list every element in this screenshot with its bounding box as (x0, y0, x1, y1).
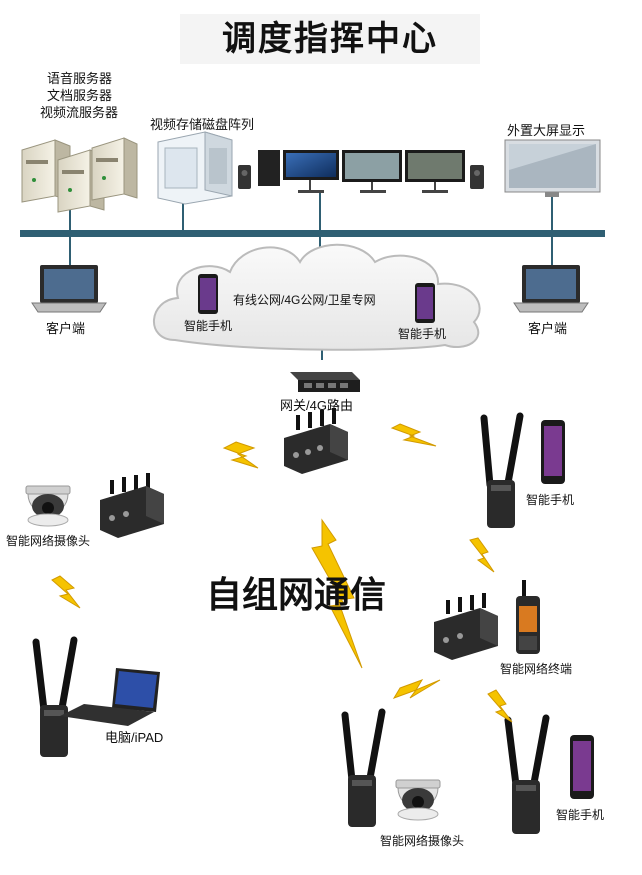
server-label-video: 视频流服务器 (40, 105, 119, 120)
server-icon (21, 137, 138, 213)
server-label-voice: 语音服务器 (47, 71, 113, 86)
manpack-radio-bottom-right-icon (504, 714, 550, 834)
smart-terminal-icon (516, 580, 540, 654)
storage-label: 视频存储磁盘阵列 (150, 117, 255, 132)
mesh-radio-right-icon (434, 593, 498, 660)
mesh-network-label: 自组网通信 (206, 574, 387, 615)
gateway-label: 网关/4G路由 (280, 398, 353, 413)
phone-cloud-right-icon (415, 283, 435, 323)
client-left-label: 客户端 (46, 321, 86, 336)
cloud-phone-right-label: 智能手机 (398, 327, 447, 341)
server-label-document: 文档服务器 (47, 88, 113, 103)
lightning-icon (392, 679, 441, 699)
cloud-network-label: 有线公网/4G公网/卫星专网 (233, 293, 376, 307)
manpack-radio-bottom-center-icon (341, 708, 386, 827)
big-screen-label: 外置大屏显示 (507, 123, 586, 138)
phone-right-top-icon (541, 420, 565, 484)
lightning-icon (487, 689, 513, 723)
dome-camera-bottom-icon (395, 779, 441, 821)
phone-right-top-label: 智能手机 (526, 493, 575, 507)
camera-left-label: 智能网络摄像头 (6, 534, 91, 548)
lightning-icon (390, 423, 437, 447)
lightning-icon (51, 575, 81, 609)
lightning-bolts (51, 423, 513, 723)
laptop-ipad-label: 电脑/iPAD (105, 730, 164, 745)
dome-camera-left-icon (25, 485, 71, 527)
terminal-label: 智能网络终端 (500, 662, 573, 676)
lightning-icon (222, 441, 259, 469)
page-title: 调度指挥中心 (180, 14, 480, 64)
phone-bottom-right-label: 智能手机 (556, 808, 605, 822)
gateway-switch-icon (290, 372, 360, 392)
lightning-icon (469, 537, 495, 573)
network-bus (20, 230, 605, 237)
mesh-radio-center-icon (284, 408, 348, 474)
monitor-wall-icon (238, 150, 484, 193)
laptop-client-right-icon (513, 265, 589, 313)
client-right-label: 客户端 (528, 321, 568, 336)
phone-cloud-left-icon (198, 274, 218, 314)
camera-bottom-label: 智能网络摄像头 (380, 834, 465, 848)
laptop-ipad-icon (60, 668, 160, 726)
cloud-shape (152, 243, 481, 351)
manpack-radio-left-icon (32, 636, 78, 757)
cloud-phone-left-label: 智能手机 (184, 319, 233, 333)
laptop-client-left-icon (31, 265, 107, 313)
storage-array-icon (157, 131, 233, 205)
phone-bottom-right-icon (570, 735, 594, 799)
manpack-radio-top-right-icon (480, 412, 524, 528)
big-screen-icon (504, 139, 601, 197)
lightning-big-icon (311, 518, 363, 669)
mesh-radio-left-icon (100, 473, 164, 538)
